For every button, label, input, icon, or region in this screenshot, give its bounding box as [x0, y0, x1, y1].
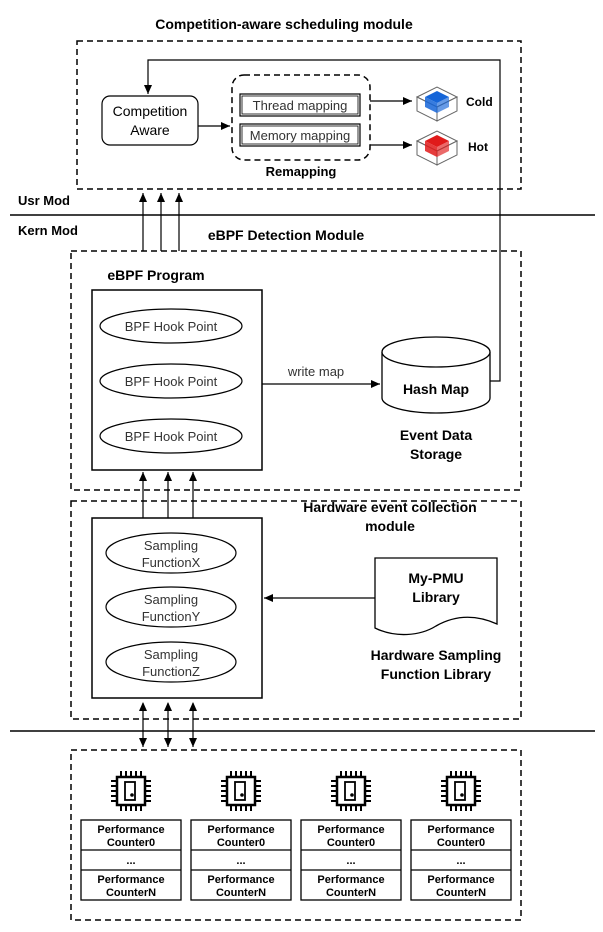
sampling-function-z-line1: Sampling: [144, 647, 198, 662]
hook-point-1-label: BPF Hook Point: [125, 319, 218, 334]
cpu-unit: PerformanceCounter0...PerformanceCounter…: [80, 771, 182, 901]
counter-ellipsis: ...: [126, 855, 135, 867]
hash-map-label: Hash Map: [403, 381, 469, 397]
counter0-line2: Counter0: [437, 837, 485, 849]
countern-line2: CounterN: [326, 887, 376, 899]
counter-stack: [80, 819, 182, 901]
sampling-function-y-line1: Sampling: [144, 592, 198, 607]
my-pmu-line1: My-PMU: [408, 570, 463, 586]
sampling-function-y: [105, 586, 237, 628]
remapping-label: Remapping: [266, 164, 337, 179]
countern-line1: Performance: [97, 874, 164, 886]
remapping-group: [231, 74, 371, 161]
competition-aware-box: [101, 95, 199, 146]
write-map-label: write map: [287, 364, 344, 379]
competition-aware-line2: Aware: [130, 122, 170, 138]
counter0-line1: Performance: [427, 824, 494, 836]
hook-point-2: [99, 363, 243, 399]
hash-map-cylinder: [381, 336, 491, 414]
counter-stack: [190, 819, 292, 901]
cold-cube-icon: [415, 86, 459, 122]
hardware-box: [70, 749, 522, 921]
feedback-arrow-hashmap-to-aware: [144, 59, 501, 382]
kern-mod-label: Kern Mod: [18, 223, 78, 238]
library-label-line1: Hardware Sampling: [371, 647, 502, 663]
counter0-line1: Performance: [317, 824, 384, 836]
counter-ellipsis: ...: [346, 855, 355, 867]
cpu-chip-icon: [441, 771, 481, 811]
counter0-line2: Counter0: [327, 837, 375, 849]
sampling-function-y-line2: FunctionY: [142, 609, 201, 624]
ebpf-program-title: eBPF Program: [107, 267, 204, 283]
countern-line2: CounterN: [106, 887, 156, 899]
counter-stack: [410, 819, 512, 901]
thread-mapping-box: [239, 93, 361, 117]
hot-label: Hot: [468, 140, 488, 154]
counter0-line2: Counter0: [107, 837, 155, 849]
hook-point-1: [99, 308, 243, 344]
my-pmu-library-doc: [374, 557, 498, 636]
hw-module-box: [70, 500, 522, 720]
counter0-line2: Counter0: [217, 837, 265, 849]
memory-mapping-box: [239, 123, 361, 147]
hook-point-3: [99, 418, 243, 454]
hook-point-3-label: BPF Hook Point: [125, 429, 218, 444]
counter0-line1: Performance: [97, 824, 164, 836]
competition-aware-line1: Competition: [113, 103, 188, 119]
library-label-line2: Function Library: [381, 666, 492, 682]
thread-mapping-label: Thread mapping: [253, 98, 348, 113]
counter0-line1: Performance: [207, 824, 274, 836]
sampling-function-x: [105, 532, 237, 574]
cold-label: Cold: [466, 95, 493, 109]
hw-module-title-line1: Hardware event collection: [303, 499, 477, 515]
cpu-chip-icon: [111, 771, 151, 811]
countern-line2: CounterN: [436, 887, 486, 899]
sampling-function-z: [105, 641, 237, 683]
sampling-functions-box: [91, 517, 263, 699]
sampling-function-x-line1: Sampling: [144, 538, 198, 553]
ebpf-module-box: [70, 250, 522, 491]
cpu-unit: PerformanceCounter0...PerformanceCounter…: [410, 771, 512, 901]
scheduling-module-box: [76, 40, 522, 190]
counter-ellipsis: ...: [236, 855, 245, 867]
cpu-list: PerformanceCounter0...PerformanceCounter…: [80, 771, 512, 901]
counter-stack: [300, 819, 402, 901]
my-pmu-line2: Library: [412, 589, 460, 605]
ebpf-module-title: eBPF Detection Module: [208, 227, 365, 243]
storage-label-line1: Event Data: [400, 427, 473, 443]
scheduling-module-title: Competition-aware scheduling module: [155, 16, 413, 32]
cpu-chip-icon: [331, 771, 371, 811]
hot-cube-icon: [415, 130, 459, 166]
ebpf-program-box: [91, 289, 263, 471]
hook-point-2-label: BPF Hook Point: [125, 374, 218, 389]
usr-mod-label: Usr Mod: [18, 193, 70, 208]
cpu-unit: PerformanceCounter0...PerformanceCounter…: [190, 771, 292, 901]
cpu-chip-icon: [221, 771, 261, 811]
countern-line2: CounterN: [216, 887, 266, 899]
sampling-function-x-line2: FunctionX: [142, 555, 201, 570]
hw-module-title-line2: module: [365, 518, 415, 534]
countern-line1: Performance: [207, 874, 274, 886]
cpu-unit: PerformanceCounter0...PerformanceCounter…: [300, 771, 402, 901]
memory-mapping-label: Memory mapping: [250, 128, 350, 143]
countern-line1: Performance: [427, 874, 494, 886]
counter-ellipsis: ...: [456, 855, 465, 867]
storage-label-line2: Storage: [410, 446, 462, 462]
countern-line1: Performance: [317, 874, 384, 886]
sampling-function-z-line2: FunctionZ: [142, 664, 200, 679]
